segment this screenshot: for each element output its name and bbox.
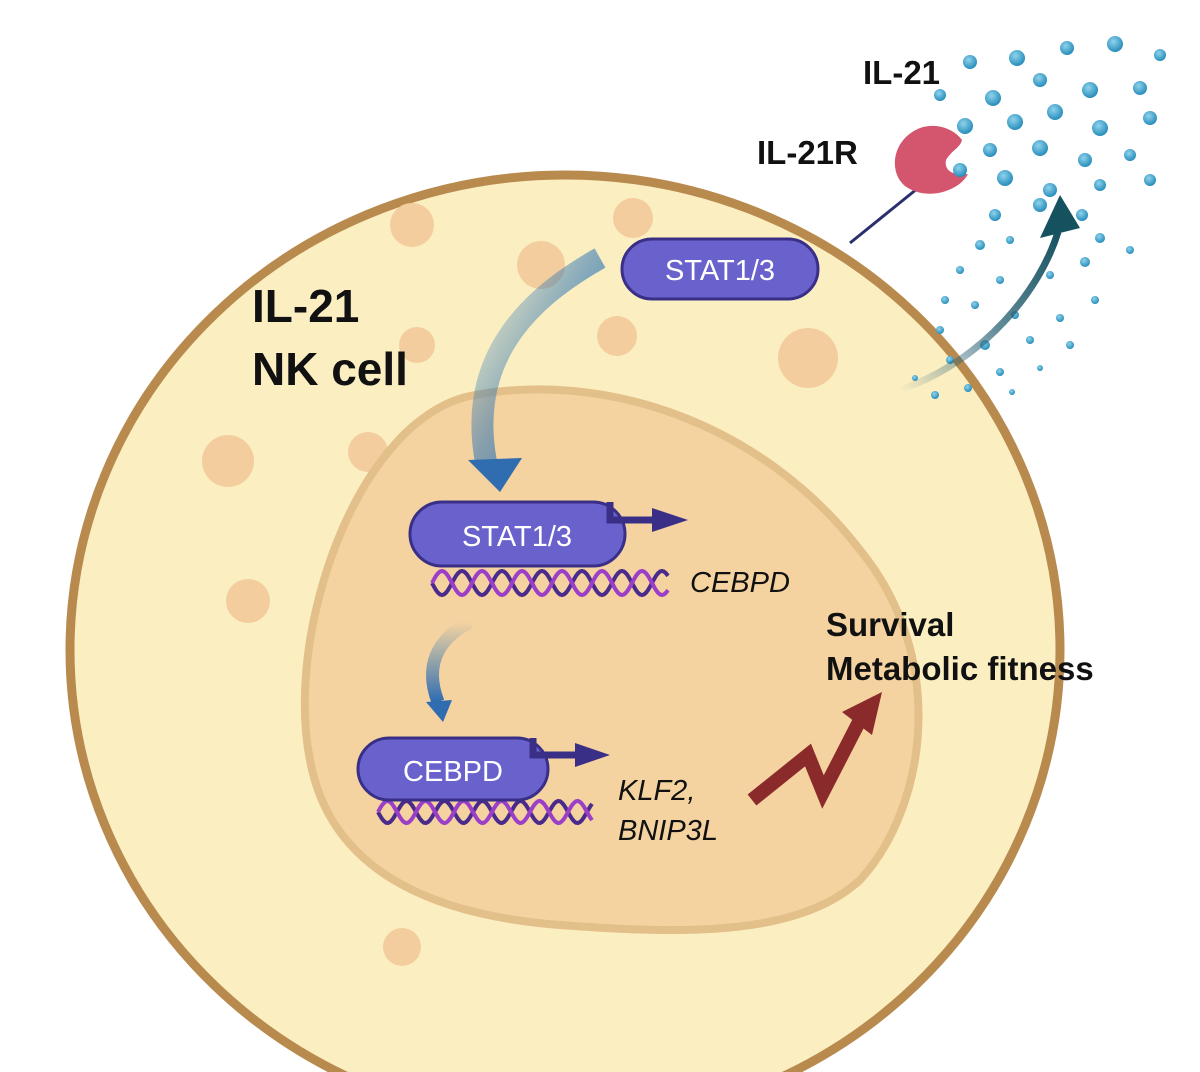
cytokine-dot <box>1009 50 1025 66</box>
vesicle <box>399 327 435 363</box>
cytokine-dot <box>1007 114 1023 130</box>
cytokine-dot <box>1006 236 1014 244</box>
cytokine-dot <box>1091 296 1099 304</box>
il21-receptor <box>849 125 968 245</box>
transcription-arrow-icon <box>606 502 655 524</box>
cytokine-dot <box>1066 341 1074 349</box>
stat-cytoplasm-protein: STAT1/3 <box>620 237 820 301</box>
cytokine-dot <box>1095 233 1105 243</box>
cytokine-dot <box>956 266 964 274</box>
cytokine-dot <box>1124 149 1136 161</box>
cytokine-dot <box>1056 314 1064 322</box>
cytokine-dot <box>1082 82 1098 98</box>
dna-strand <box>376 798 594 826</box>
cytokine-dot <box>1033 198 1047 212</box>
cytokine-dot <box>963 55 977 69</box>
cell-title-line1: IL-21 <box>252 280 359 332</box>
vesicle <box>613 198 653 238</box>
cytokine-dot <box>997 170 1013 186</box>
cytokine-dot <box>936 326 944 334</box>
cebpd-induction-arrow <box>426 616 474 722</box>
cytokine-dot <box>1047 104 1063 120</box>
cytokine-dot <box>1144 174 1156 186</box>
cytokine-label: IL-21 <box>863 54 940 91</box>
transcription-arrowhead-icon <box>652 508 688 532</box>
cebpd-protein-label: CEBPD <box>403 756 503 788</box>
cytokine-dot <box>1126 246 1134 254</box>
dna-helix-targets <box>376 798 594 826</box>
transcription-arrowhead-icon <box>575 743 610 767</box>
cell-title-line2: NK cell <box>252 343 408 395</box>
cytokine-dot <box>953 163 967 177</box>
dna-strand <box>376 798 594 826</box>
stat-cytoplasm-label: STAT1/3 <box>665 255 775 287</box>
outcome-line2: Metabolic fitness <box>826 650 1094 687</box>
cytokine-dot <box>989 209 1001 221</box>
cytokine-dot <box>996 276 1004 284</box>
receptor-label: IL-21R <box>757 134 858 171</box>
vesicle <box>778 328 838 388</box>
cytokine-dot <box>1143 111 1157 125</box>
outcome-arrow <box>747 692 882 809</box>
cytokine-dot <box>1094 179 1106 191</box>
cebpd-gene-label: CEBPD <box>690 567 790 599</box>
cytokine-dot <box>1133 81 1147 95</box>
cytokine-dot <box>931 391 939 399</box>
cytokine-dot <box>934 89 946 101</box>
cytokine-dot <box>1037 365 1043 371</box>
cytokine-dot <box>1060 41 1074 55</box>
stat-dna-binding: STAT1/3 <box>408 500 688 598</box>
cytoplasm-vesicles <box>202 198 889 966</box>
secretion-arrow <box>898 195 1080 394</box>
cytokine-dot <box>1076 209 1088 221</box>
translocation-arrow <box>468 248 606 492</box>
vesicle <box>383 928 421 966</box>
cytokine-dot <box>1078 153 1092 167</box>
dna-strand <box>430 568 670 598</box>
cytokine-dot <box>1080 257 1090 267</box>
transcription-arrow-icon <box>529 738 578 759</box>
target-gene-line1: KLF2, <box>618 775 695 807</box>
vesicle <box>202 435 254 487</box>
cytokine-dot <box>971 301 979 309</box>
cytokine-dot <box>985 90 1001 106</box>
cytokine-dot <box>1009 389 1015 395</box>
cebpd-dna-binding: CEBPD <box>356 736 610 826</box>
cytokine-dot <box>1107 36 1123 52</box>
stat-nucleus-label: STAT1/3 <box>462 521 572 553</box>
receptor-icon <box>894 125 968 194</box>
cytokine-dot <box>975 240 985 250</box>
cytokine-dot <box>957 118 973 134</box>
vesicle <box>390 203 434 247</box>
cytokine-dot <box>1092 120 1108 136</box>
cytokine-dot <box>941 296 949 304</box>
cytokine-dot <box>1026 336 1034 344</box>
cytokine-dot <box>964 384 972 392</box>
cytokine-dot <box>1154 49 1166 61</box>
cytokine-dot <box>1046 271 1054 279</box>
dna-helix-cebpd <box>430 568 670 598</box>
cytokine-dot <box>1032 140 1048 156</box>
target-gene-line2: BNIP3L <box>618 815 718 847</box>
cytokine-dot <box>996 368 1004 376</box>
il21-cytokine-dots <box>912 36 1166 399</box>
cytokine-dot <box>1043 183 1057 197</box>
vesicle <box>597 316 637 356</box>
cytokine-dot <box>912 375 918 381</box>
outcome-line1: Survival <box>826 606 954 643</box>
cytokine-dot <box>983 143 997 157</box>
vesicle <box>226 579 270 623</box>
cytokine-dot <box>1033 73 1047 87</box>
